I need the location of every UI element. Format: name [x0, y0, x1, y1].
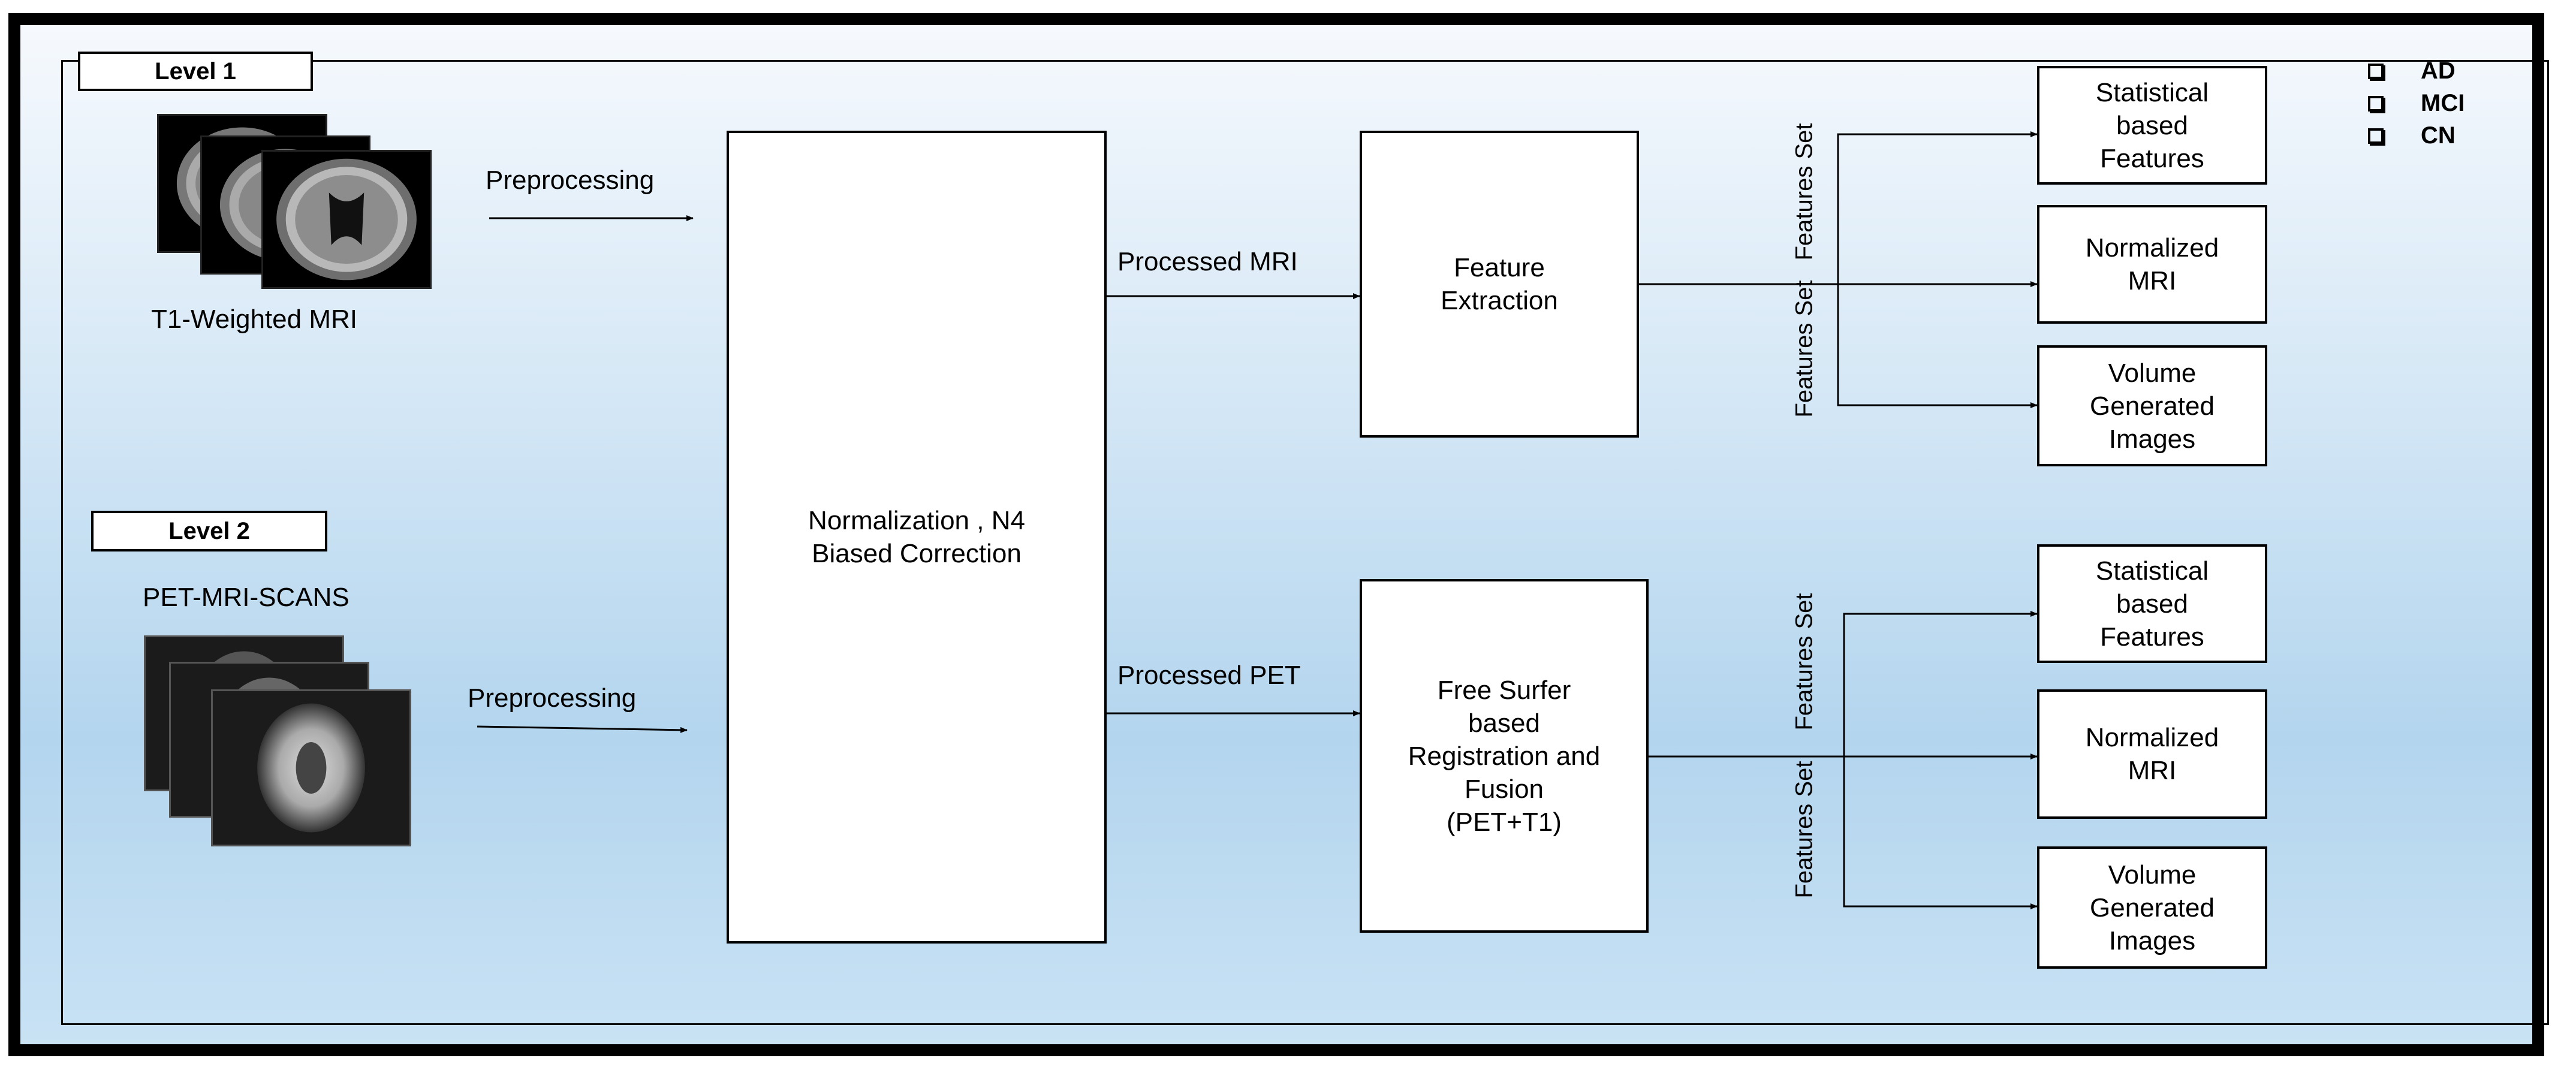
- legend-label-cn: CN: [2421, 122, 2456, 149]
- bottom-volume-images-box: Volume Generated Images: [2037, 846, 2267, 969]
- connector-top-bracket: [1837, 133, 2037, 406]
- bottom-output-2-line-2: MRI: [2128, 756, 2177, 785]
- mri-slice-3: [261, 150, 432, 289]
- bottom-output-1-line-1: Statistical: [2095, 556, 2209, 586]
- pet-mri-caption: PET-MRI-SCANS: [143, 583, 350, 612]
- checkbox-icon: [2368, 63, 2384, 79]
- bottom-statistical-features-box: Statistical based Features: [2037, 544, 2267, 663]
- freesurfer-line-1: Free Surfer: [1437, 675, 1571, 705]
- bottom-output-1-line-2: based: [2116, 589, 2188, 619]
- freesurfer-line-4: Fusion: [1464, 774, 1544, 804]
- checkbox-icon: [2368, 128, 2384, 144]
- diagram-inner-border: [61, 60, 2549, 1025]
- level1-label-box: Level 1: [78, 52, 313, 91]
- processed-pet-label: Processed PET: [1117, 661, 1301, 690]
- arrow-level2-preprocessing: [477, 725, 688, 733]
- top-output-3-line-1: Volume: [2108, 358, 2197, 388]
- freesurfer-box: Free Surfer based Registration and Fusio…: [1360, 579, 1649, 933]
- level2-label-box: Level 2: [91, 511, 327, 551]
- level2-preprocessing-label: Preprocessing: [468, 683, 637, 713]
- freesurfer-line-5: (PET+T1): [1447, 807, 1562, 837]
- top-output-1-line-3: Features: [2100, 143, 2204, 173]
- freesurfer-text: Free Surfer based Registration and Fusio…: [1408, 674, 1600, 839]
- top-output-2-line-1: Normalized: [2085, 233, 2219, 263]
- top-output-1-line-2: based: [2116, 110, 2188, 140]
- legend-label-ad: AD: [2421, 58, 2456, 84]
- top-output-3-line-3: Images: [2108, 424, 2196, 454]
- top-output-2-line-2: MRI: [2128, 266, 2177, 296]
- bottom-output-3-line-3: Images: [2108, 926, 2196, 956]
- legend-label-mci: MCI: [2421, 90, 2465, 116]
- pet-slice-3: [211, 689, 411, 846]
- freesurfer-line-2: based: [1468, 708, 1540, 738]
- feature-extraction-box: Feature Extraction: [1360, 131, 1639, 438]
- bottom-output-3-line-1: Volume: [2108, 860, 2197, 890]
- legend-item-ad: AD: [2368, 58, 2456, 85]
- top-output-1-line-1: Statistical: [2095, 77, 2209, 107]
- connector-bottom-bracket: [1843, 613, 2037, 908]
- checkbox-icon: [2368, 95, 2384, 111]
- freesurfer-line-3: Registration and: [1408, 741, 1601, 771]
- bottom-output-1-line-3: Features: [2100, 622, 2204, 652]
- t1-mri-caption: T1-Weighted MRI: [151, 305, 357, 334]
- processed-mri-label: Processed MRI: [1117, 247, 1298, 276]
- top-output-3-line-2: Generated: [2090, 391, 2215, 421]
- legend-item-cn: CN: [2368, 122, 2456, 149]
- normalization-text: Normalization , N4 Biased Correction: [808, 506, 1025, 568]
- top-statistical-features-box: Statistical based Features: [2037, 66, 2267, 185]
- top-normalized-mri-box: Normalized MRI: [2037, 205, 2267, 324]
- bottom-normalized-mri-box: Normalized MRI: [2037, 689, 2267, 819]
- bottom-output-3-line-2: Generated: [2090, 893, 2215, 923]
- normalization-box: Normalization , N4 Biased Correction: [727, 131, 1107, 944]
- legend-item-mci: MCI: [2368, 90, 2464, 117]
- bottom-output-2-line-1: Normalized: [2085, 723, 2219, 752]
- top-volume-images-box: Volume Generated Images: [2037, 345, 2267, 466]
- feature-extraction-text: Feature Extraction: [1441, 253, 1558, 315]
- level1-preprocessing-label: Preprocessing: [486, 165, 655, 195]
